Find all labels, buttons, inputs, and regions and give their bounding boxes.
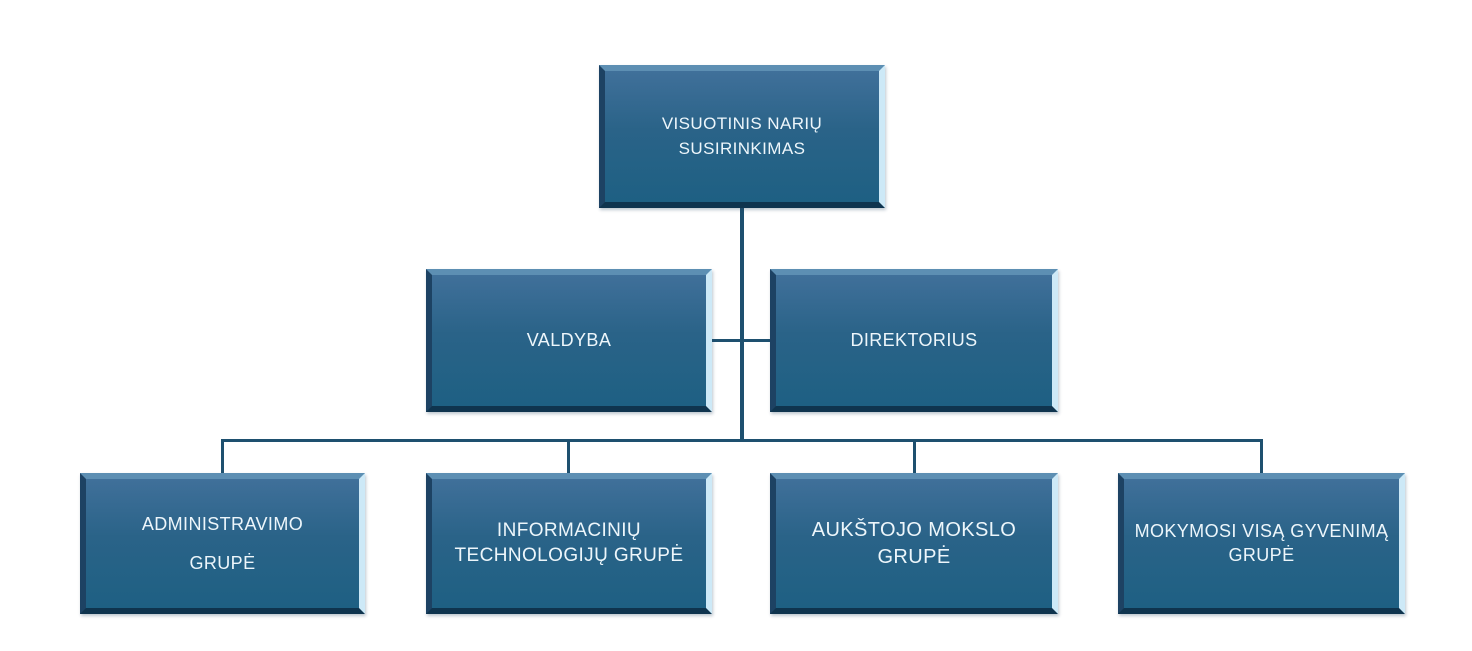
connector-drop-mokymosi [1260, 439, 1263, 473]
org-node-label: DIREKTORIUS [776, 328, 1052, 352]
label-line: DIREKTORIUS [850, 330, 978, 351]
connector-valdyba-direktorius [711, 339, 771, 342]
connector-drop-aukstojo [913, 439, 916, 473]
org-node-visuotinis-nariu-susirinkimas: VISUOTINIS NARIŲ SUSIRINKIMAS [599, 65, 885, 208]
org-node-label: AUKŠTOJO MOKSLO GRUPĖ [776, 517, 1052, 571]
label-line: SUSIRINKIMAS [678, 138, 806, 158]
label-line: GRUPĖ [1228, 544, 1295, 565]
org-node-label: ADMINISTRAVIMO GRUPĖ [86, 512, 359, 575]
org-node-label: VISUOTINIS NARIŲ SUSIRINKIMAS [605, 112, 879, 161]
connector-level3-distributor [221, 439, 1263, 442]
org-node-administravimo-grupe: ADMINISTRAVIMO GRUPĖ [80, 473, 365, 614]
connector-drop-administravimo [221, 439, 224, 473]
org-node-direktorius: DIREKTORIUS [770, 269, 1058, 412]
label-line: TECHNOLOGIJŲ GRUPĖ [454, 544, 684, 566]
connector-drop-informaciniu [567, 439, 570, 473]
org-node-label: VALDYBA [432, 328, 706, 352]
label-line: ADMINISTRAVIMO [141, 514, 304, 535]
label-line: AUKŠTOJO MOKSLO GRUPĖ [811, 518, 1017, 568]
label-line: VISUOTINIS NARIŲ [661, 113, 823, 133]
org-node-valdyba: VALDYBA [426, 269, 712, 412]
org-node-label: INFORMACINIŲ TECHNOLOGIJŲ GRUPĖ [432, 519, 706, 568]
org-node-informaciniu-technologiju-grupe: INFORMACINIŲ TECHNOLOGIJŲ GRUPĖ [426, 473, 712, 614]
org-node-mokymosi-visa-gyvenima-grupe: MOKYMOSI VISĄ GYVENIMĄ GRUPĖ [1118, 473, 1405, 614]
label-line: MOKYMOSI VISĄ GYVENIMĄ [1134, 521, 1389, 542]
connector-root-vertical [740, 208, 744, 441]
org-node-aukstojo-mokslo-grupe: AUKŠTOJO MOKSLO GRUPĖ [770, 473, 1058, 614]
label-line: INFORMACINIŲ [496, 519, 642, 541]
label-line: VALDYBA [526, 330, 612, 351]
label-line: GRUPĖ [189, 552, 256, 573]
org-node-label: MOKYMOSI VISĄ GYVENIMĄ GRUPĖ [1124, 520, 1399, 567]
